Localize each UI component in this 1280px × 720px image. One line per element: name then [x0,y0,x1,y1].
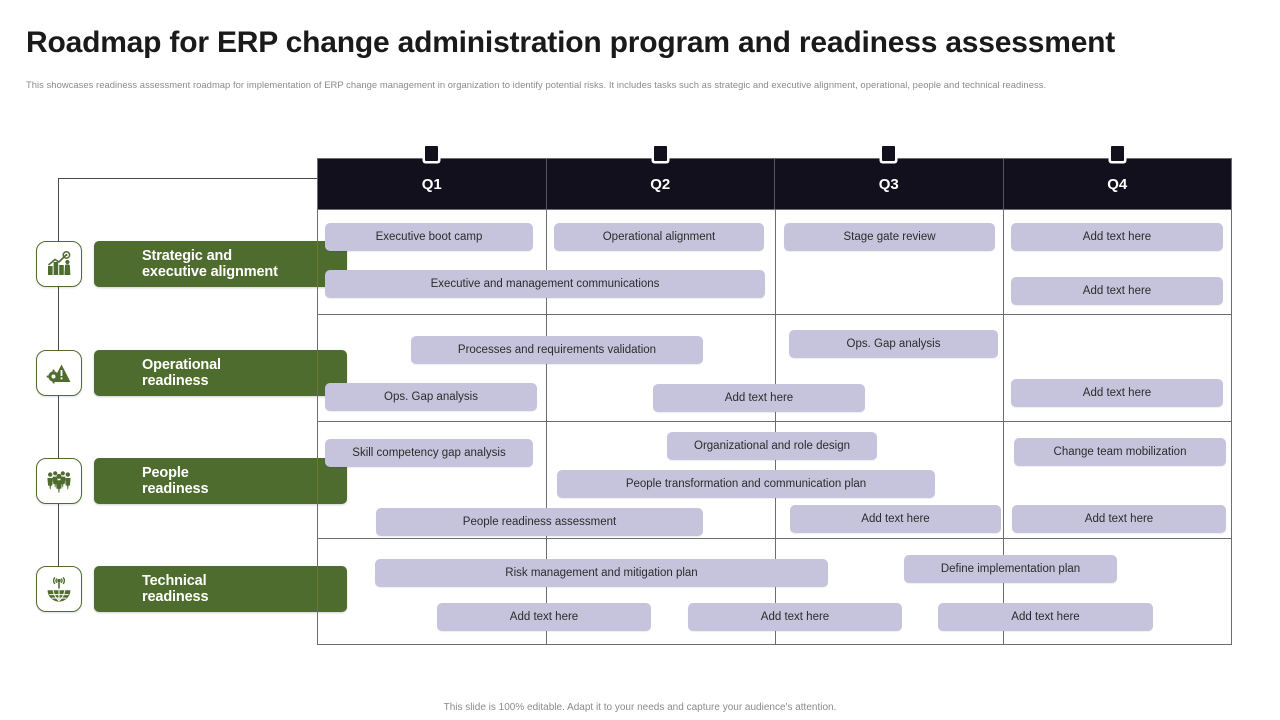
category-label-line2: readiness [142,373,209,389]
column-divider-q2-q3 [775,209,776,644]
category-label-line1: Strategic and [142,247,232,264]
task-bar[interactable]: Add text here [1011,379,1223,407]
task-bar[interactable]: Ops. Gap analysis [789,330,998,358]
column-divider-q1-q2 [546,209,547,644]
task-bar[interactable]: Add text here [1012,505,1226,533]
category-label-line1: Technical [142,572,207,589]
page-title: Roadmap for ERP change administration pr… [26,26,1116,59]
task-bar[interactable]: Organizational and role design [667,432,877,460]
task-bar[interactable]: Add text here [1011,223,1223,251]
globe-antenna-icon [36,566,82,612]
category-bar: Technical readiness [94,566,347,612]
category-label-line1: Operational [142,356,221,373]
category-label: Technical readiness [142,572,209,605]
category-bar: People readiness [94,458,347,504]
gear-warning-icon [36,350,82,396]
people-group-icon [36,458,82,504]
task-bar[interactable]: Add text here [790,505,1001,533]
category-label-line1: People [142,464,189,481]
task-bar[interactable]: Add text here [938,603,1153,631]
task-bar[interactable]: Risk management and mitigation plan [375,559,828,587]
row-divider-header [318,209,1231,210]
quarter-header-q2[interactable]: Q2 [547,159,775,209]
slide-footer-note: This slide is 100% editable. Adapt it to… [443,702,837,713]
task-bar[interactable]: Skill competency gap analysis [325,439,533,467]
task-bar[interactable]: Stage gate review [784,223,995,251]
task-bar[interactable]: Add text here [1011,277,1223,305]
category-label: Strategic and executive alignment [142,248,278,280]
row-divider-2 [318,421,1231,422]
growth-chart-target-icon [36,241,82,287]
task-bar[interactable]: Change team mobilization [1014,438,1226,466]
task-bar[interactable]: Executive and management communications [325,270,765,298]
quarter-header-q1[interactable]: Q1 [318,159,547,209]
category-label-line2: readiness [142,481,209,497]
task-bar[interactable]: Ops. Gap analysis [325,383,537,411]
milestone-marker-q4 [1111,146,1124,161]
timeline-connector-horizontal [58,178,317,179]
category-label-line2: readiness [142,589,209,605]
task-bar[interactable]: Add text here [653,384,865,412]
category-label-line2: executive alignment [142,264,278,280]
row-divider-3 [318,538,1231,539]
task-bar[interactable]: Add text here [437,603,651,631]
category-bar: Strategic and executive alignment [94,241,347,287]
task-bar[interactable]: Processes and requirements validation [411,336,703,364]
roadmap-grid: Q1 Q2 Q3 Q4 [317,146,1232,645]
category-label: People readiness [142,464,209,497]
task-bar[interactable]: Operational alignment [554,223,764,251]
milestone-marker-q2 [654,146,667,161]
row-divider-1 [318,314,1231,315]
quarter-header-q4[interactable]: Q4 [1107,175,1128,193]
column-divider-q3-q4 [1003,209,1004,644]
category-bar: Operational readiness [94,350,347,396]
page-subtitle: This showcases readiness assessment road… [26,79,1047,90]
milestone-marker-q1 [425,146,438,161]
category-label: Operational readiness [142,357,221,389]
task-bar[interactable]: Executive boot camp [325,223,533,251]
quarter-header-q3[interactable]: Q3 [775,159,1004,209]
quarter-header-row: Q1 Q2 Q3 Q4 [318,159,1231,209]
task-bar[interactable]: Define implementation plan [904,555,1117,583]
milestone-marker-q3 [882,146,895,161]
task-bar[interactable]: Add text here [688,603,902,631]
task-bar[interactable]: People transformation and communication … [557,470,935,498]
task-bar[interactable]: People readiness assessment [376,508,703,536]
